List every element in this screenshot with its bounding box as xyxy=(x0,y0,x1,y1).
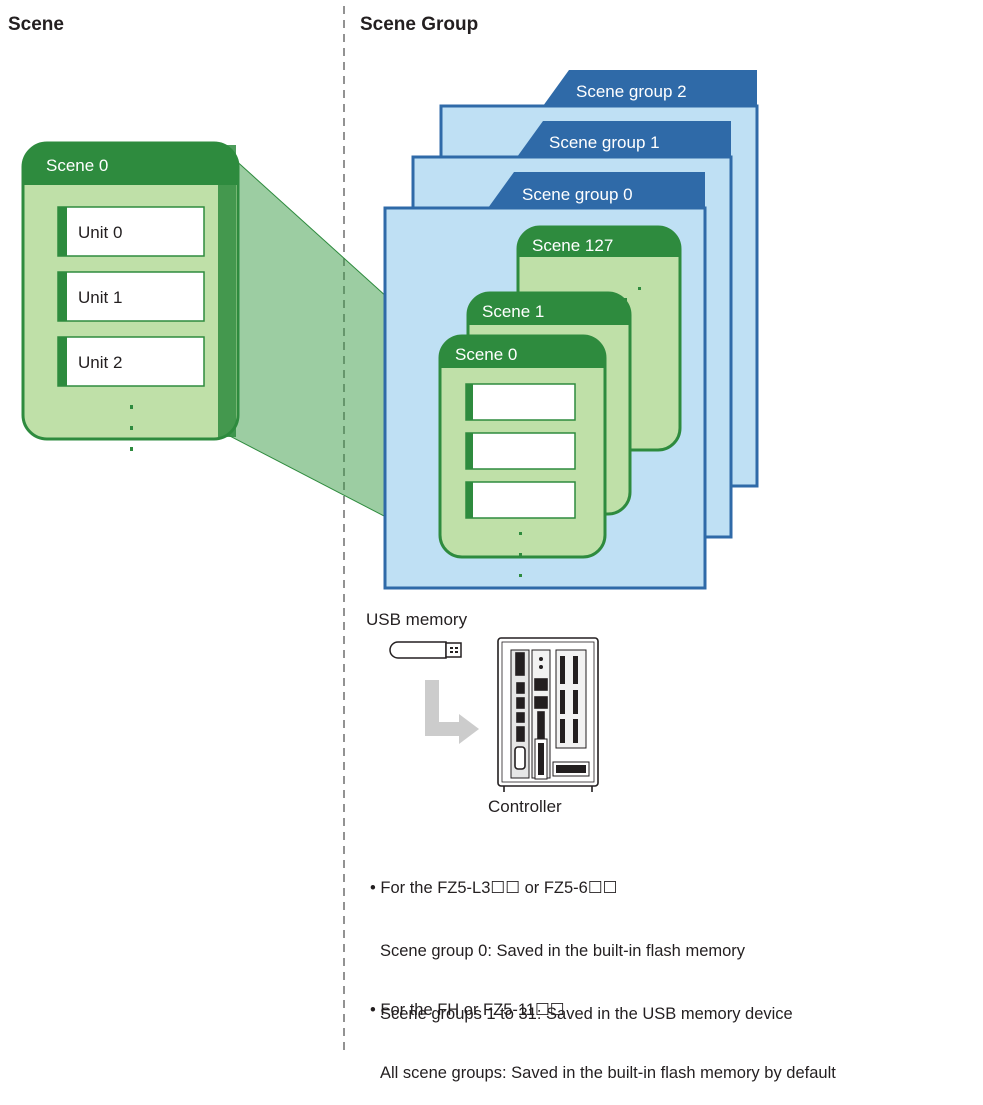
scene-detail-card: Scene 0 Unit 0 Unit 1 Unit 2 xyxy=(21,141,240,451)
usb-memory-icon xyxy=(389,641,462,659)
continuation-dots xyxy=(130,405,133,451)
mini-unit-1 xyxy=(465,432,576,470)
scene-0-card: Scene 0 xyxy=(438,334,607,577)
scene-1-label: Scene 1 xyxy=(482,302,544,321)
note-fh-fz5-11-line-1: All scene groups: Saved in the built-in … xyxy=(380,1064,836,1082)
unit-box-0: Unit 0 xyxy=(57,206,205,257)
scene-group-1-label: Scene group 1 xyxy=(549,133,660,152)
scene-header: Scene xyxy=(8,14,64,35)
scene-group-0-label: Scene group 0 xyxy=(522,185,633,204)
scene-group-header: Scene Group xyxy=(360,14,479,35)
usb-memory-label: USB memory xyxy=(366,610,468,629)
note-fz5-l3-line-2: Scene groups 1 to 31: Saved in the USB m… xyxy=(380,1005,793,1023)
scene-structure-diagram: Scene 0 Unit 0 Unit 1 Unit 2 Scene group… xyxy=(21,6,759,1056)
transfer-arrow-icon xyxy=(425,680,479,744)
mini-unit-2 xyxy=(465,481,576,519)
note-fz5-l3-bullet: • For the FZ5-L3☐☐ or FZ5-6☐☐ xyxy=(370,879,618,897)
unit-label-2: Unit 2 xyxy=(78,353,122,372)
mini-unit-0 xyxy=(465,383,576,421)
controller-label: Controller xyxy=(488,797,562,816)
scene-detail-title: Scene 0 xyxy=(46,156,108,175)
scene-0-label: Scene 0 xyxy=(455,345,517,364)
unit-box-1: Unit 1 xyxy=(57,271,205,322)
unit-label-0: Unit 0 xyxy=(78,223,122,242)
note-fz5-l3-line-1: Scene group 0: Saved in the built-in fla… xyxy=(380,942,746,960)
unit-label-1: Unit 1 xyxy=(78,288,122,307)
note-fh-fz5-11: • For the FH or FZ5-11☐☐ All scene group… xyxy=(370,958,836,1105)
scene-group-2-label: Scene group 2 xyxy=(576,82,687,101)
note-fz5-l3: • For the FZ5-L3☐☐ or FZ5-6☐☐ Scene grou… xyxy=(370,836,793,1046)
controller-icon xyxy=(497,637,599,792)
unit-box-2: Unit 2 xyxy=(57,336,205,387)
note-fh-fz5-11-bullet: • For the FH or FZ5-11☐☐ xyxy=(370,1001,565,1019)
scene-127-label: Scene 127 xyxy=(532,236,613,255)
